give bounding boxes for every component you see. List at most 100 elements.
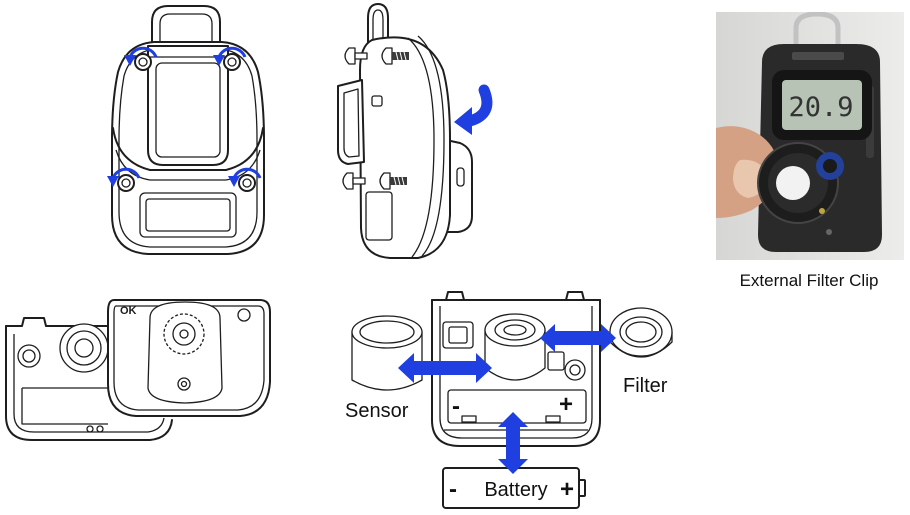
battery-minus: - xyxy=(449,476,457,503)
screw-recess xyxy=(138,57,148,67)
unscrew-arrow-bottom-left xyxy=(107,167,141,187)
sensor-ring xyxy=(66,330,102,366)
unscrew-arrow-bottom-right xyxy=(228,167,262,187)
circuit-component xyxy=(547,351,565,371)
screw-head xyxy=(238,174,256,192)
curved-arrow-head xyxy=(454,107,472,135)
side-front-bezel xyxy=(417,35,445,257)
unscrew-arrow-head xyxy=(228,176,240,187)
sensor-label: Sensor xyxy=(345,400,409,422)
screw-shank xyxy=(352,177,366,185)
unscrew-arrow-head xyxy=(213,55,225,66)
compartment-minus: - xyxy=(452,393,460,420)
unscrew-arrow-head xyxy=(124,55,136,66)
photo-sensor-port xyxy=(826,229,832,235)
screw-head xyxy=(379,172,391,190)
component-replacement-drawing: - + - Battery + Sensor Filter xyxy=(345,291,673,509)
sensor-vent-center xyxy=(179,329,189,339)
case-buzzer-center xyxy=(569,364,581,376)
battery-bay-left xyxy=(21,387,108,425)
installed-sensor-top xyxy=(484,313,546,347)
open-case-inner-left xyxy=(13,334,165,433)
installed-sensor-center xyxy=(503,324,527,336)
installed-sensor xyxy=(484,313,546,381)
photo-caption: External Filter Clip xyxy=(740,271,879,290)
belt-clip xyxy=(147,45,229,166)
unscrew-arrow-arc xyxy=(217,46,247,58)
side-belt-clip xyxy=(337,79,365,165)
unscrew-arrow-top-right xyxy=(213,46,247,66)
photo-lcd-reading: 20.9 xyxy=(788,92,853,123)
screw-top-right xyxy=(223,53,241,71)
screw-bottom-left xyxy=(117,174,135,192)
battery-contact-right xyxy=(545,415,561,423)
back-seam-line xyxy=(112,127,264,171)
photo-lcd-screen xyxy=(782,80,862,130)
battery-contact-left xyxy=(461,415,477,423)
battery-label: Battery xyxy=(484,479,547,501)
belt-clip-plate xyxy=(155,62,221,158)
side-button xyxy=(371,95,383,107)
open-case-rim-left xyxy=(5,317,111,327)
photo-device-ring xyxy=(793,12,841,48)
sensor-connector-inner xyxy=(448,326,468,344)
cover-hole-center xyxy=(180,380,188,388)
belt-loop-handle xyxy=(151,5,221,51)
sensor-double-arrow xyxy=(398,353,492,383)
photo-device-top-label xyxy=(792,52,844,60)
removed-sensor xyxy=(351,315,423,391)
battery: - Battery + xyxy=(442,467,586,509)
sensor-connector xyxy=(442,321,474,349)
screw-recess xyxy=(227,57,237,67)
filter-label: Filter xyxy=(623,375,668,397)
unscrew-arrow-top-left xyxy=(124,46,158,66)
screw-thread-lines xyxy=(393,176,405,186)
back-label-panel xyxy=(139,192,237,238)
case-buzzer xyxy=(564,359,586,381)
filter-double-arrow xyxy=(540,324,616,352)
device-side-outline xyxy=(359,36,451,259)
screw-top-left xyxy=(134,53,152,71)
cover-screw-boss xyxy=(237,308,251,322)
screw-recess xyxy=(121,178,131,188)
side-belt-clip-inner xyxy=(343,88,360,158)
external-filter-clip-photo: 20.9 xyxy=(716,12,904,260)
cover-marking: OK xyxy=(120,305,137,317)
removed-back-cover-inner xyxy=(113,305,265,411)
battery-double-arrow xyxy=(498,412,528,474)
removed-sensor-ring xyxy=(359,320,415,344)
screw-head xyxy=(381,47,393,65)
photo-sensor-ring-center xyxy=(823,159,837,173)
screw-recess xyxy=(242,178,252,188)
side-belt-loop-handle xyxy=(367,3,389,63)
contact-dot xyxy=(96,425,104,433)
back-seam-line-lower xyxy=(115,149,261,181)
curved-arrow-shaft xyxy=(464,84,493,127)
removed-filter xyxy=(609,307,673,358)
belt-loop-handle-inner xyxy=(159,13,213,50)
screw-shank xyxy=(354,52,368,60)
sensor-center xyxy=(74,338,94,358)
buzzer xyxy=(17,344,41,368)
screw-head xyxy=(344,47,356,65)
remove-cover-arrow xyxy=(454,84,493,135)
back-label-panel-inner xyxy=(145,198,231,232)
installed-sensor-ring xyxy=(494,319,536,341)
contact-dot xyxy=(86,425,94,433)
unscrew-arrow-arc xyxy=(232,167,262,179)
open-case-with-cover-drawing: OK xyxy=(5,299,271,441)
buzzer-center xyxy=(22,349,36,363)
screw-head xyxy=(342,172,354,190)
side-screw-bottom-outer xyxy=(342,172,366,190)
battery-plus: + xyxy=(560,476,574,503)
removed-filter-face xyxy=(609,307,673,357)
side-seam xyxy=(407,37,435,258)
unscrew-arrow-head xyxy=(107,176,119,187)
unscrew-arrow-arc xyxy=(128,46,158,58)
side-label-panel xyxy=(365,191,393,241)
open-case-rim xyxy=(431,291,601,301)
unscrew-arrow-arc xyxy=(111,167,141,179)
compartment-plus: + xyxy=(559,391,573,418)
photo-filter-membrane xyxy=(776,166,810,200)
battery-terminal xyxy=(578,479,586,497)
